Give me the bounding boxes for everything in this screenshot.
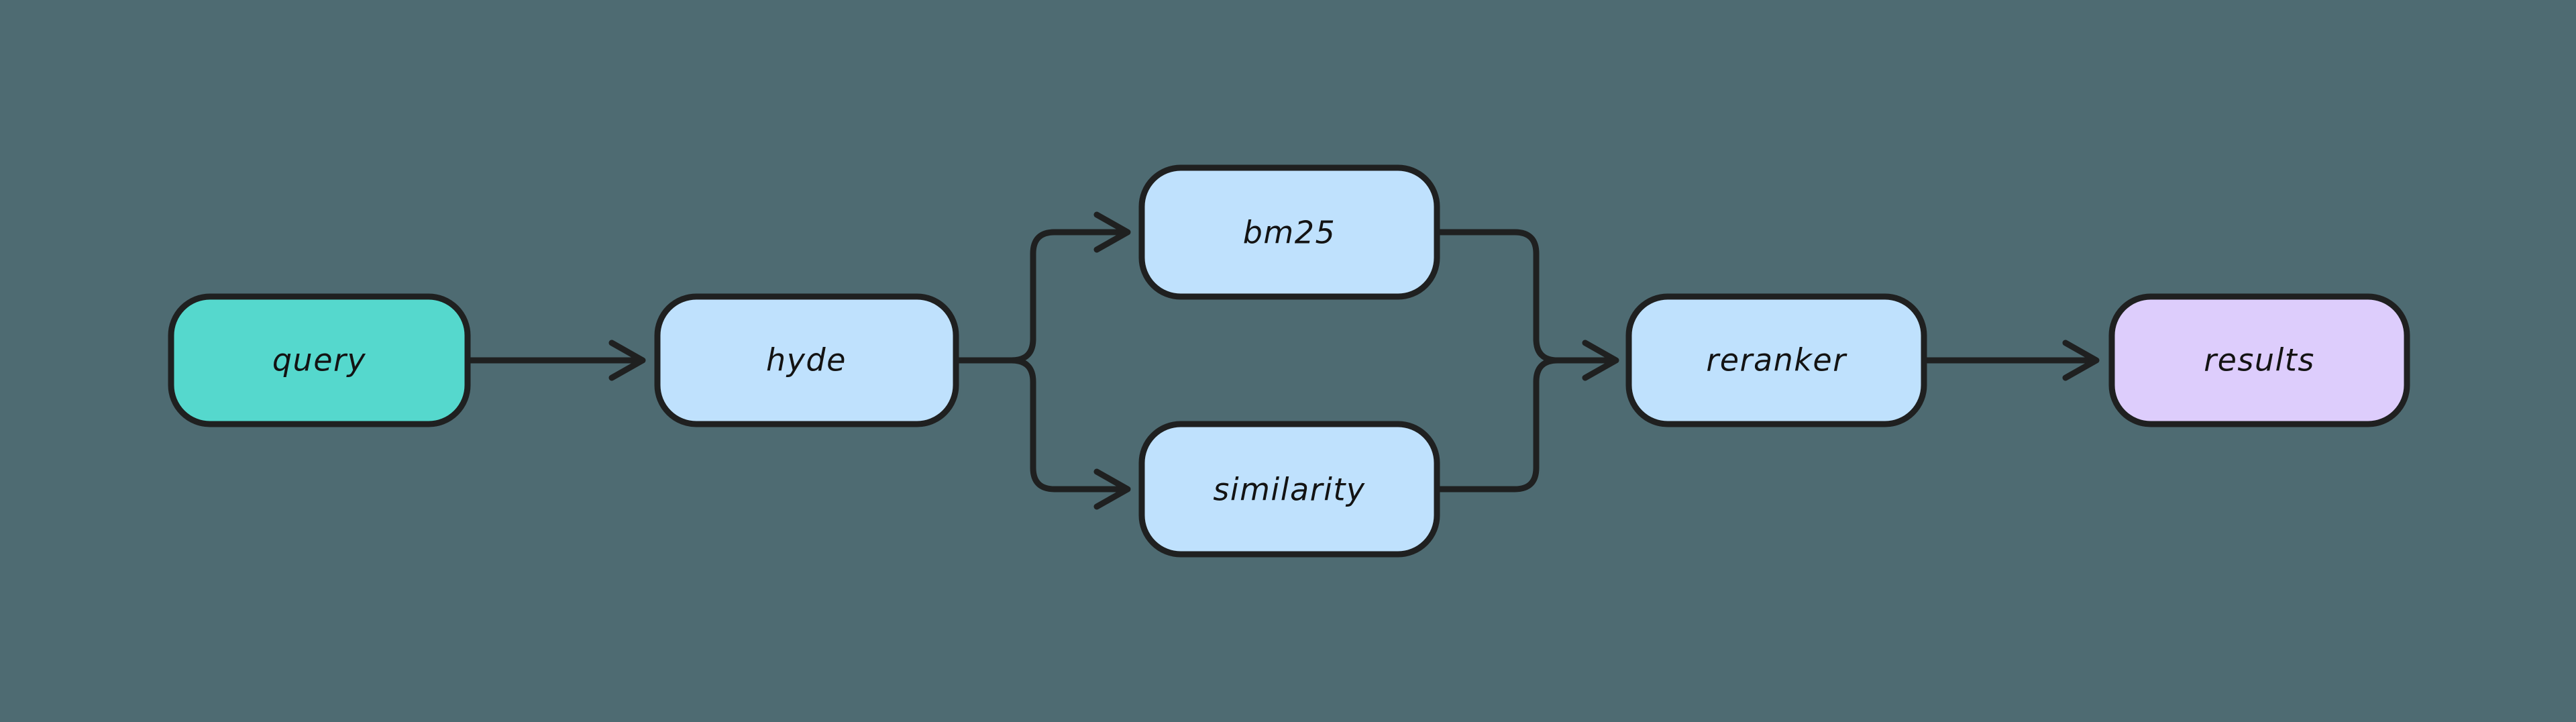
node-reranker[interactable]: reranker (1625, 293, 1927, 427)
arrow-head-icon (1093, 211, 1131, 253)
edge-line (1436, 357, 1611, 493)
node-results-shape[interactable] (2108, 293, 2410, 427)
node-results-label: results (2204, 342, 2315, 378)
node-similarity-shape[interactable] (1138, 421, 1440, 558)
node-bm25-label: bm25 (1243, 215, 1336, 251)
edge-reranker-results (1923, 340, 2100, 381)
node-results[interactable]: results (2108, 293, 2410, 427)
edge-line (1436, 229, 1611, 364)
arrow-head-icon (1093, 468, 1131, 510)
edge-hyde-bm25 (955, 211, 1131, 364)
node-similarity[interactable]: similarity (1138, 421, 1440, 558)
edge-layer (466, 211, 2100, 510)
node-bm25-shape[interactable] (1138, 164, 1440, 300)
node-layer: query hyde bm25 similarity reranker (168, 164, 2410, 558)
node-reranker-shape[interactable] (1625, 293, 1927, 427)
node-hyde-shape[interactable] (654, 293, 959, 427)
node-hyde-label: hyde (766, 342, 847, 378)
arrow-head-icon (1582, 340, 1619, 381)
node-reranker-label: reranker (1706, 342, 1847, 378)
edge-query-hyde (466, 340, 646, 381)
node-similarity-label: similarity (1213, 472, 1365, 508)
edge-bm25-reranker (1436, 229, 1619, 381)
arrow-head-icon (2062, 340, 2100, 381)
node-hyde[interactable]: hyde (654, 293, 959, 427)
arrow-head-icon (608, 340, 646, 381)
node-query[interactable]: query (168, 293, 471, 427)
edge-similarity-reranker (1436, 357, 1611, 493)
node-bm25[interactable]: bm25 (1138, 164, 1440, 300)
node-query-shape[interactable] (168, 293, 471, 427)
edge-hyde-similarity (955, 357, 1131, 510)
edge-line (955, 357, 1122, 493)
node-query-label: query (272, 342, 366, 378)
